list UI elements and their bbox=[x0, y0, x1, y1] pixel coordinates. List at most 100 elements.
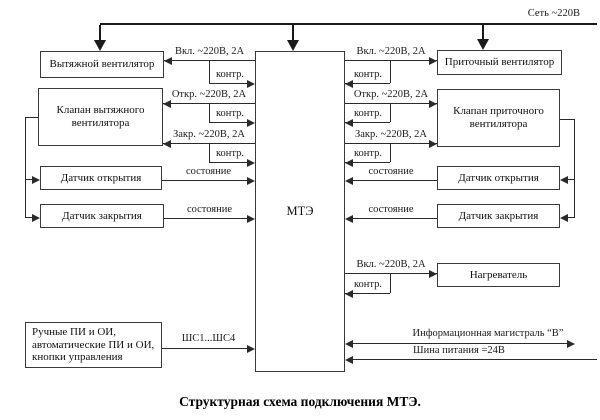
connector-line bbox=[209, 103, 210, 122]
label-shs: ШС1...ШС4 bbox=[181, 333, 236, 344]
arrow-right-icon bbox=[32, 214, 40, 222]
arrow-left-icon bbox=[164, 57, 172, 65]
connector-line bbox=[209, 143, 210, 162]
label-ctrl: контр. bbox=[215, 108, 245, 119]
arrow-left-icon bbox=[163, 100, 171, 108]
connector-line bbox=[390, 60, 391, 83]
connector-line bbox=[345, 293, 390, 294]
arrow-right-icon bbox=[247, 80, 255, 88]
block-open-sensor-left: Датчик открытия bbox=[40, 166, 162, 190]
arrow-right-icon bbox=[247, 119, 255, 127]
label-mains-net: Сеть ~220В bbox=[527, 8, 580, 19]
connector-line bbox=[162, 180, 247, 181]
connector-line bbox=[209, 122, 247, 123]
arrow-left-icon bbox=[345, 290, 353, 298]
label-on-heater: Вкл. ~220В, 2А bbox=[356, 259, 426, 270]
block-supply-fan: Приточный вентилятор bbox=[437, 50, 562, 75]
arrow-right-icon bbox=[429, 270, 437, 278]
label-close-exhaust-valve: Закр. ~220В, 2А bbox=[172, 129, 246, 140]
arrow-right-icon bbox=[567, 340, 575, 348]
connector-line bbox=[345, 83, 390, 84]
block-heater: Нагреватель bbox=[437, 263, 560, 287]
block-manual-controls: Ручные ПИ и ОИ, автоматические ПИ и ОИ, … bbox=[25, 322, 162, 368]
mains-drop-line bbox=[99, 25, 101, 41]
label-info-bus: Информационная магистраль “В” bbox=[412, 328, 564, 339]
label-ctrl: контр. bbox=[353, 69, 383, 80]
label-state: состояние bbox=[368, 166, 414, 177]
arrow-left-icon bbox=[560, 176, 568, 184]
arrow-left-icon bbox=[345, 340, 353, 348]
label-power-bus: Шина питания =24В bbox=[413, 345, 505, 356]
block-exhaust-fan: Вытяжной вентилятор bbox=[40, 51, 164, 78]
label-state: состояние bbox=[368, 204, 414, 215]
connector-line bbox=[345, 103, 437, 104]
connector-line bbox=[25, 117, 38, 118]
arrow-right-icon bbox=[429, 100, 437, 108]
arrow-down-icon bbox=[477, 39, 489, 50]
label-open-supply-valve: Откр. ~220В, 2А bbox=[353, 89, 429, 100]
connector-line bbox=[567, 179, 575, 180]
arrow-left-icon bbox=[345, 119, 353, 127]
info-bus-line bbox=[353, 343, 567, 344]
connector-line bbox=[209, 83, 247, 84]
block-open-sensor-right: Датчик открытия bbox=[437, 166, 560, 190]
arrow-left-icon bbox=[163, 140, 171, 148]
connector-line bbox=[209, 162, 247, 163]
arrow-left-icon bbox=[560, 214, 568, 222]
connector-line bbox=[345, 162, 390, 163]
label-on-supply-fan: Вкл. ~220В, 2А bbox=[356, 46, 426, 57]
connector-line bbox=[574, 119, 575, 218]
block-supply-valve: Клапан приточного вентилятора bbox=[437, 89, 560, 147]
label-ctrl: контр. bbox=[353, 279, 383, 290]
arrow-down-icon bbox=[94, 40, 106, 51]
label-state: состояние bbox=[185, 166, 232, 177]
label-ctrl: контр. bbox=[353, 108, 383, 119]
label-on-exhaust-fan: Вкл. ~220В, 2А bbox=[174, 46, 245, 57]
arrow-right-icon bbox=[32, 176, 40, 184]
mains-line bbox=[100, 23, 597, 25]
arrow-right-icon bbox=[247, 177, 255, 185]
label-ctrl: контр. bbox=[215, 69, 245, 80]
connector-line bbox=[390, 103, 391, 122]
label-state: состояние bbox=[186, 204, 233, 215]
label-ctrl: контр. bbox=[215, 148, 245, 159]
arrow-left-icon bbox=[345, 356, 353, 364]
arrow-right-icon bbox=[247, 345, 255, 353]
arrow-down-icon bbox=[287, 40, 299, 51]
connector-line bbox=[26, 179, 33, 180]
connector-line bbox=[209, 60, 210, 83]
power-bus-line bbox=[353, 359, 597, 360]
connector-line bbox=[164, 218, 247, 219]
connector-line bbox=[345, 143, 437, 144]
connector-line bbox=[26, 217, 33, 218]
block-close-sensor-right: Датчик закрытия bbox=[437, 204, 560, 228]
connector-line bbox=[560, 119, 575, 120]
arrow-right-icon bbox=[429, 57, 437, 65]
arrow-right-icon bbox=[247, 159, 255, 167]
arrow-right-icon bbox=[429, 140, 437, 148]
mains-drop-line bbox=[482, 25, 484, 40]
connector-line bbox=[390, 273, 391, 293]
label-open-exhaust-valve: Откр. ~220В, 2А bbox=[171, 89, 247, 100]
arrow-left-icon bbox=[345, 80, 353, 88]
connector-line bbox=[25, 117, 26, 218]
label-ctrl: контр. bbox=[353, 148, 383, 159]
connector-line bbox=[345, 60, 437, 61]
connector-line bbox=[353, 180, 437, 181]
arrow-right-icon bbox=[247, 215, 255, 223]
connector-line bbox=[567, 217, 575, 218]
arrow-left-icon bbox=[345, 159, 353, 167]
connector-line bbox=[162, 348, 247, 349]
diagram-caption: Структурная схема подключения МТЭ. bbox=[179, 394, 421, 409]
connector-line bbox=[353, 218, 437, 219]
arrow-left-icon bbox=[345, 177, 353, 185]
connector-line bbox=[345, 273, 437, 274]
connector-line bbox=[345, 122, 390, 123]
arrow-left-icon bbox=[345, 215, 353, 223]
block-exhaust-valve: Клапан вытяжного вентилятора bbox=[38, 88, 163, 146]
block-mte: МТЭ bbox=[255, 51, 345, 372]
block-close-sensor-left: Датчик закрытия bbox=[40, 204, 164, 228]
mains-drop-line bbox=[292, 25, 294, 41]
label-close-supply-valve: Закр. ~220В, 2А bbox=[354, 129, 428, 140]
